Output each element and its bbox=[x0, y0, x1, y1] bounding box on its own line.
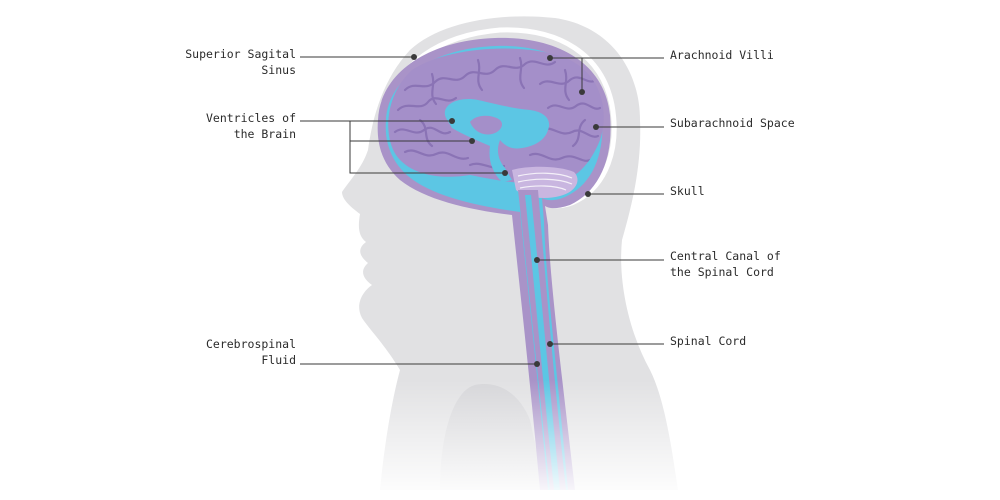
label-central-canal-of-the-spinal-cord: Central Canal of the Spinal Cord bbox=[670, 249, 781, 279]
leader-lines bbox=[300, 56, 664, 365]
brain-folds bbox=[393, 56, 602, 169]
label-arachnoid-villi: Arachnoid Villi bbox=[670, 48, 774, 62]
ventricle-inner bbox=[470, 115, 503, 135]
label-spinal-cord: Spinal Cord bbox=[670, 334, 747, 348]
label-cerebrospinal-fluid: Cerebrospinal Fluid bbox=[205, 337, 296, 367]
cerebellum-folds bbox=[517, 172, 573, 191]
leader-dots bbox=[411, 54, 599, 367]
leader-ventricles bbox=[300, 120, 505, 174]
label-subarachnoid-space: Subarachnoid Space bbox=[670, 116, 795, 130]
label-skull: Skull bbox=[670, 184, 705, 198]
leader-arachnoid-villi bbox=[550, 57, 664, 92]
ventricles bbox=[444, 99, 550, 182]
label-ventricles-of-the-brain: Ventricles of the Brain bbox=[205, 111, 296, 141]
label-superior-sagital-sinus: Superior Sagital Sinus bbox=[185, 47, 296, 77]
bottom-fade bbox=[0, 380, 1000, 500]
